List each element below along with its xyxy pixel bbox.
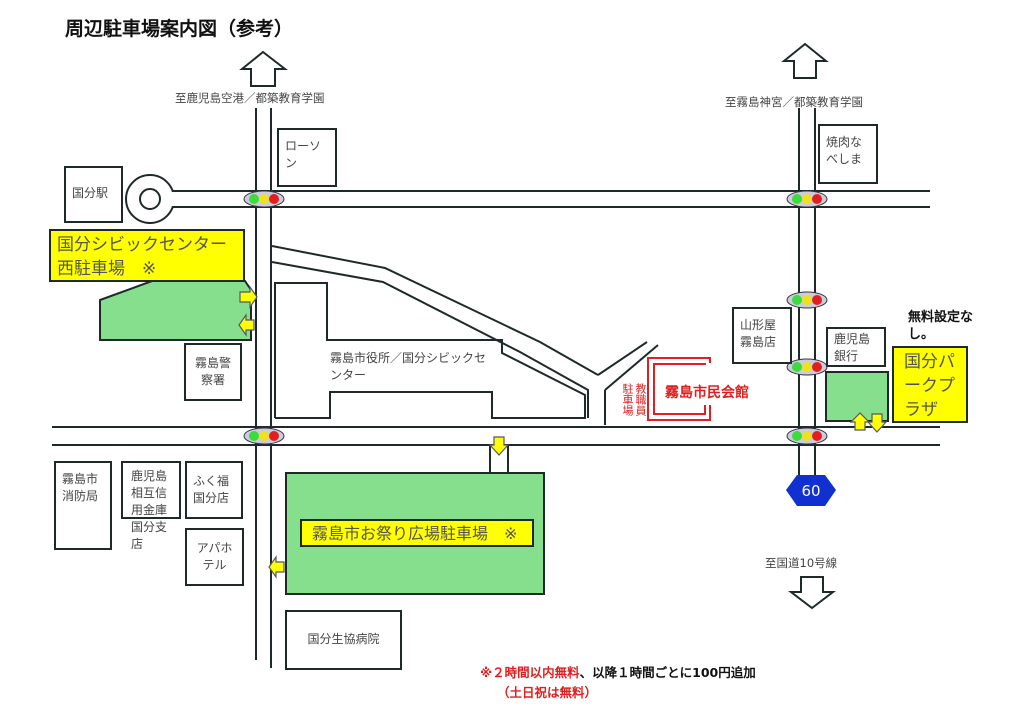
omatsuri-parking-label: 霧島市お祭り広場駐車場 ※ <box>300 519 534 547</box>
west-parking-lot <box>99 280 252 341</box>
civic-hall-label: 霧島市民会館 <box>665 385 749 401</box>
route-60-sign <box>786 475 836 506</box>
building-shinkin: 鹿児島相互信用金庫国分支店 <box>121 461 181 551</box>
building-apa-hotel: アパホテル <box>185 528 244 586</box>
staff-parking-label: 教職員駐車場 <box>621 383 647 416</box>
building-hospital: 国分生協病院 <box>285 610 402 670</box>
building-fire-station: 霧島市消防局 <box>54 461 112 550</box>
civic-hall-frame <box>647 357 711 421</box>
building-yakiniku: 焼肉なべしま <box>818 124 878 184</box>
entrance-arrows <box>238 285 888 579</box>
building-fukufuku: ふく福国分店 <box>185 461 243 519</box>
page-title: 周辺駐車場案内図（参考） <box>65 18 294 40</box>
footnote-extra-fee: 、以降１時間ごとに100円追加 <box>579 665 756 680</box>
park-plaza-lot <box>825 371 889 422</box>
north-arrow-left <box>239 50 288 87</box>
traffic-lights <box>243 190 828 445</box>
building-police: 霧島警察署 <box>184 343 242 401</box>
park-plaza-note: 無料設定なし。 <box>908 310 974 342</box>
park-plaza-label: 国分パークプラザ <box>892 346 968 423</box>
south-arrow <box>788 576 836 610</box>
building-yamagataya: 山形屋霧島店 <box>732 307 792 364</box>
destination-north-left: 至鹿児島空港／都築教育学園 <box>175 91 325 105</box>
building-lawson: ローソン <box>277 128 337 187</box>
building-kokubu-station: 国分駅 <box>64 166 123 223</box>
building-city-hall: 霧島市役所／国分シビックセンター <box>330 351 487 382</box>
destination-south: 至国道10号線 <box>765 556 838 570</box>
footnote-line2: （土日祝は無料） <box>497 685 598 700</box>
footnote-free-time: ※２時間以内無料 <box>480 665 580 680</box>
north-arrow-right <box>781 42 829 79</box>
footnote-line1: ※２時間以内無料、以降１時間ごとに100円追加 <box>480 662 756 681</box>
building-kagoshima-bank: 鹿児島銀行 <box>826 327 886 367</box>
destination-north-right: 至霧島神宮／都築教育学園 <box>725 95 863 109</box>
west-parking-label: 国分シビックセンター西駐車場 ※ <box>49 229 245 282</box>
route-60-label: 60 <box>801 482 821 500</box>
